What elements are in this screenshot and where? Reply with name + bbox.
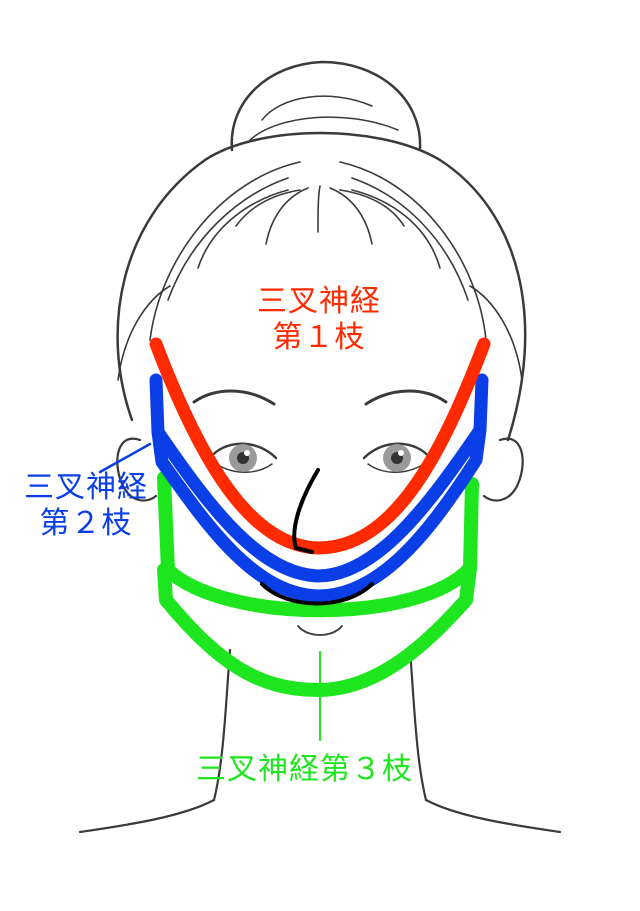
v3-branch <box>157 471 479 741</box>
bun-strand <box>249 116 399 141</box>
chin <box>297 625 343 636</box>
left-eyebrow <box>192 389 276 406</box>
hair-strand <box>339 189 405 227</box>
v3-band-outer <box>157 561 477 697</box>
label-v2: 三叉神経 第２枝 <box>12 470 160 542</box>
hair-strand <box>329 187 373 245</box>
right-eye-upper <box>362 442 432 460</box>
v2-band-lower <box>151 423 487 603</box>
neck-right <box>408 648 428 802</box>
v3-band-inner <box>157 471 479 618</box>
left-eye-highlight <box>244 450 250 456</box>
bun-strand <box>261 95 373 121</box>
label-v3-text: 三叉神経第３枝 <box>196 752 413 787</box>
v2-pointer-line <box>98 442 152 474</box>
label-v2-line1: 三叉神経 <box>24 470 148 505</box>
right-ear <box>482 437 524 502</box>
left-ear <box>116 437 158 502</box>
v2-branch <box>98 373 489 603</box>
label-v1-line1: 三叉神経 <box>257 284 381 319</box>
hair-strand <box>265 187 309 245</box>
label-v3: 三叉神経第３枝 <box>196 752 413 788</box>
hair-strand <box>235 189 301 227</box>
left-eye-lower <box>215 463 273 473</box>
hair-bun <box>230 60 422 152</box>
hair-strand <box>149 161 301 341</box>
hair-strand <box>469 285 523 381</box>
v2-band-upper <box>149 373 489 583</box>
right-eye-lower <box>367 463 425 473</box>
hair-strand <box>317 185 321 233</box>
mouth-line <box>260 582 374 606</box>
right-eye-highlight <box>398 450 404 456</box>
hair-strand <box>197 189 289 269</box>
label-v2-line2: 第２枝 <box>39 506 133 541</box>
hair-strand <box>117 285 171 381</box>
v1-branch <box>149 337 491 555</box>
hair-strand <box>339 161 487 341</box>
label-v1: 三叉神経 第１枝 <box>244 284 394 356</box>
right-eyebrow <box>364 389 448 406</box>
right-shoulder <box>424 798 562 834</box>
left-shoulder <box>78 798 216 834</box>
left-eye-upper <box>208 442 278 460</box>
head-outline <box>116 131 527 442</box>
nose-line <box>292 468 320 554</box>
hair-strand <box>351 177 469 301</box>
hair-strand <box>351 189 441 269</box>
hair-strand <box>167 177 289 301</box>
label-v1-line2: 第１枝 <box>272 320 366 355</box>
